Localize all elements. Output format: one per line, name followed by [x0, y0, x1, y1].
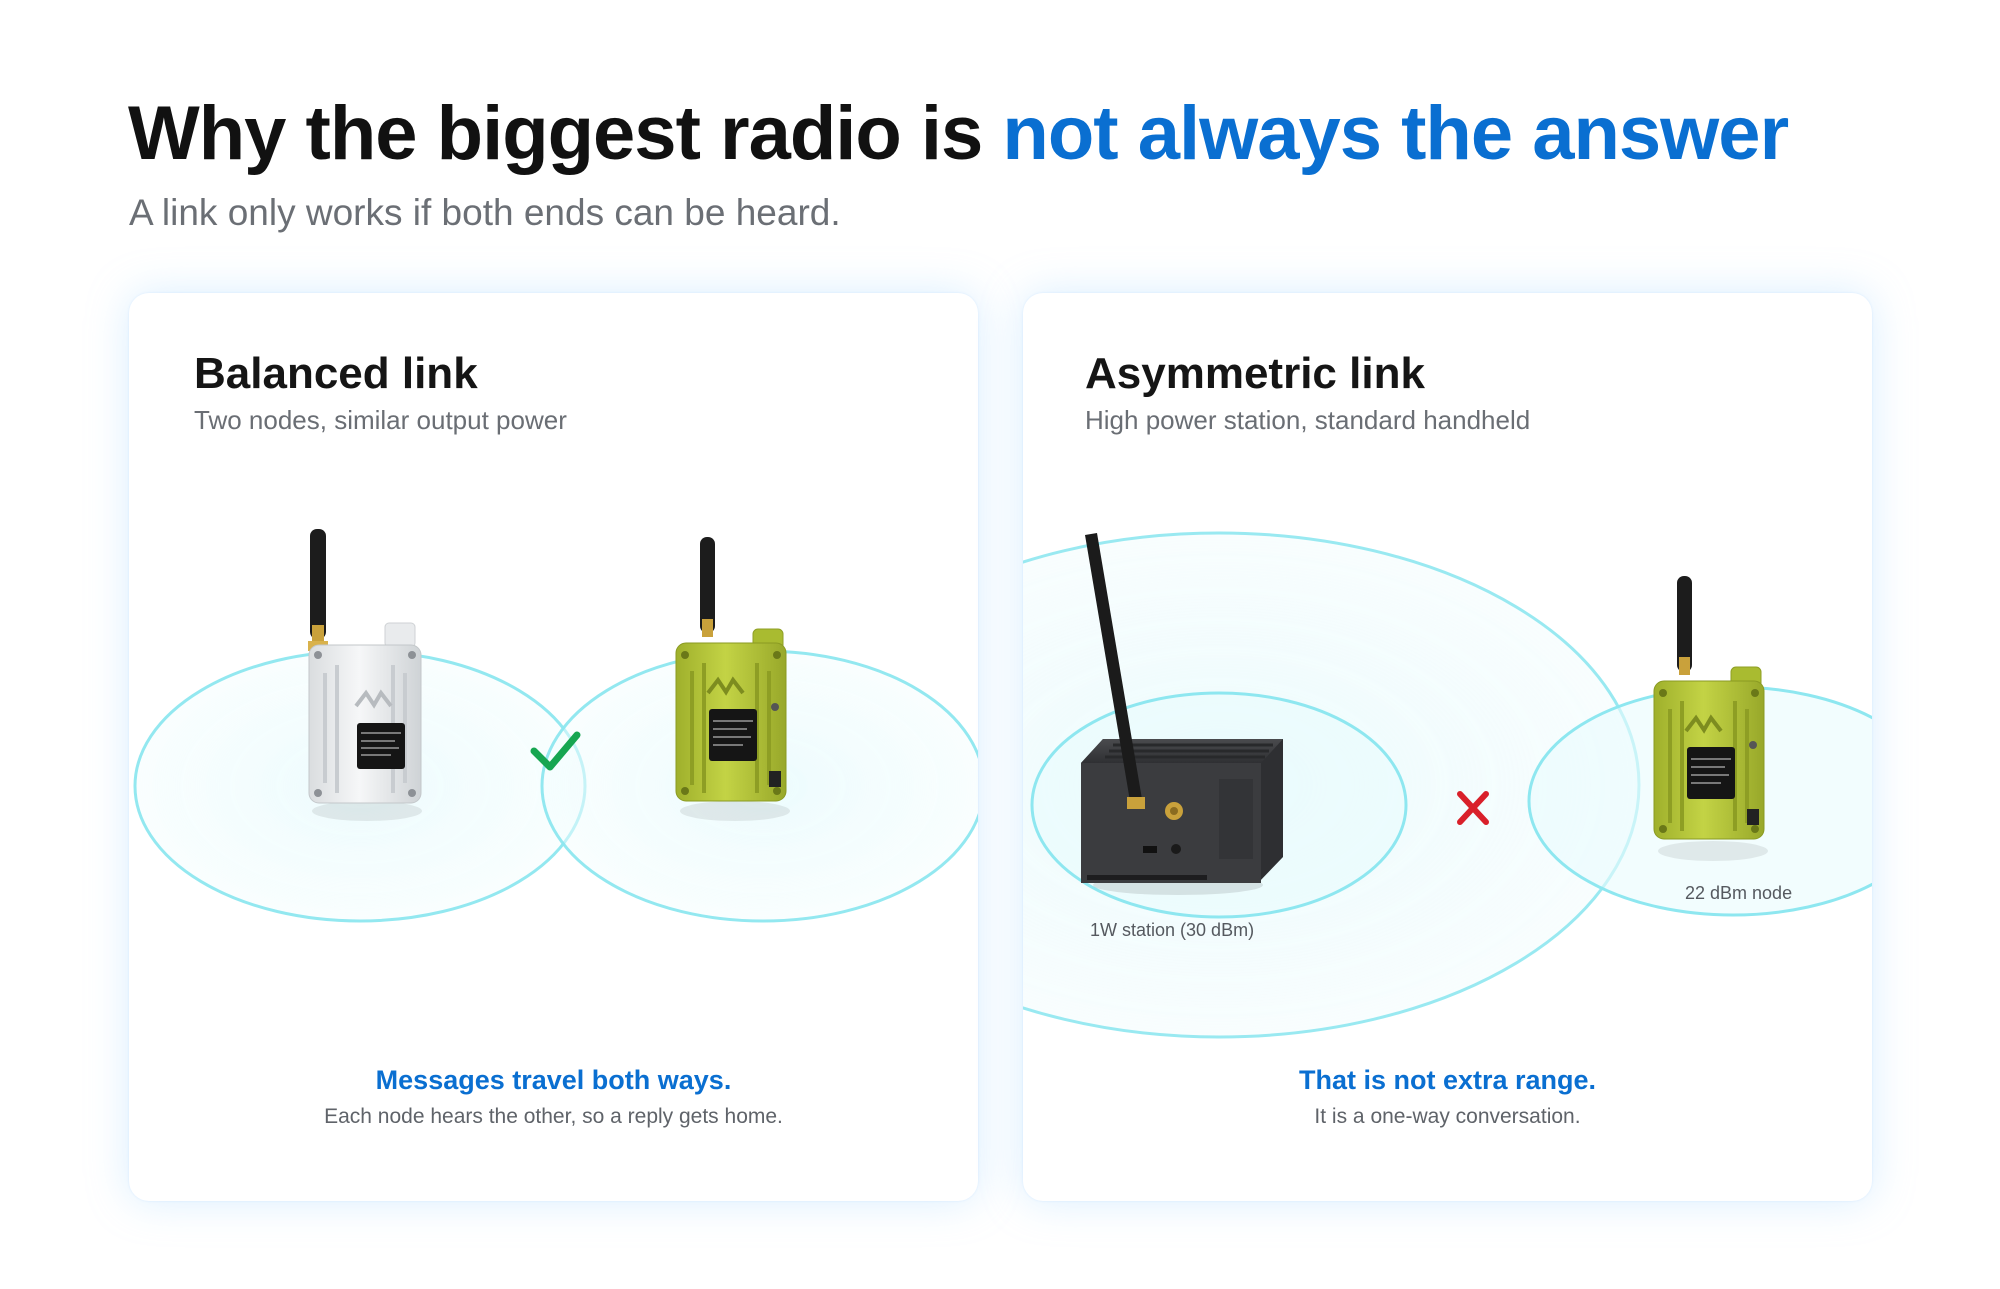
title-main: Why the biggest radio is [128, 91, 1003, 176]
asymmetric-link-panel: Asymmetric link High power station, stan… [1023, 293, 1872, 1201]
panel-subtitle: Two nodes, similar output power [194, 405, 567, 435]
panel-subtitle: High power station, standard handheld [1085, 405, 1531, 435]
message-subtitle: Each node hears the other, so a reply ge… [324, 1105, 783, 1128]
asymmetric-link-illustration [1023, 531, 1872, 1039]
yellow-node-device [675, 537, 790, 821]
panel-title: Asymmetric link [1085, 349, 1425, 398]
message-title: Messages travel both ways. [375, 1065, 732, 1095]
title-accent: not always the answer [1002, 91, 1789, 176]
station-device [1081, 533, 1283, 895]
page-subtitle: A link only works if both ends can be he… [129, 192, 841, 233]
white-node-device [308, 529, 422, 821]
balanced-link-illustration [133, 529, 978, 923]
balanced-link-panel: Balanced link Two nodes, similar output … [129, 293, 978, 1201]
yellow-node-device [1653, 576, 1768, 861]
message-title: That is not extra range. [1298, 1065, 1597, 1095]
node-label: 22 dBm node [1685, 883, 1793, 903]
page-title: Why the biggest radio is not always the … [128, 91, 1789, 176]
panel-title: Balanced link [194, 349, 478, 398]
cross-icon [1457, 791, 1489, 825]
message-subtitle: It is a one-way conversation. [1314, 1105, 1581, 1128]
check-icon [530, 731, 581, 771]
station-label: 1W station (30 dBm) [1090, 920, 1255, 940]
